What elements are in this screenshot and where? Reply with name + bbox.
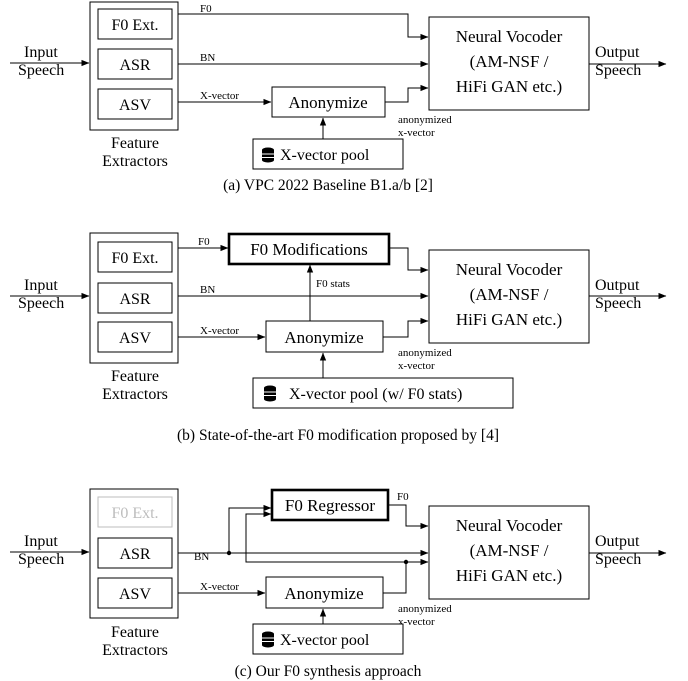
xvector-pool-box <box>252 138 404 170</box>
f0-modifications-label: F0 Modifications <box>250 240 368 259</box>
output-label-line1: Output <box>595 533 640 550</box>
anonymized-edge <box>385 84 429 103</box>
f0-edge-label: F0 <box>397 491 409 503</box>
anonymize-label: Anonymize <box>288 93 367 112</box>
xvector-to-regressor-edge <box>245 510 406 563</box>
neural-vocoder-box <box>428 505 590 600</box>
asv-box <box>97 577 173 609</box>
output-label-line2: Speech <box>595 551 641 568</box>
panel-b: Input Speech F0 Ext. ASR ASV Feature Ext… <box>10 232 667 444</box>
asr-box <box>97 537 173 569</box>
output-label-line1: Output <box>595 277 640 294</box>
bn-edge-label: BN <box>194 551 209 563</box>
input-label-line1: Input <box>24 44 58 61</box>
anonymize-label: Anonymize <box>284 328 363 347</box>
database-icon <box>262 147 274 163</box>
anonymized-label-line2: x-vector <box>398 616 435 628</box>
input-label-line2: Speech <box>18 62 64 79</box>
asv-box <box>97 321 173 353</box>
f0-ext-box <box>97 8 173 40</box>
vocoder-label-line3: HiFi GAN etc.) <box>456 310 562 329</box>
anonymize-box <box>265 320 384 353</box>
vocoder-label-line3: HiFi GAN etc.) <box>456 77 562 96</box>
extractors-caption-line1: Feature <box>111 624 159 641</box>
caption-c: (c) Our F0 synthesis approach <box>235 663 422 680</box>
extractors-caption-line2: Extractors <box>102 153 168 170</box>
asr-box <box>97 282 173 314</box>
vocoder-label-line2: (AM-NSF / <box>470 285 549 304</box>
extractors-caption-line1: Feature <box>111 135 159 152</box>
xvector-edge-label: X-vector <box>200 325 239 337</box>
extractors-caption-line2: Extractors <box>102 386 168 403</box>
regressor-f0-edge <box>388 504 429 530</box>
f0-stats-label: F0 stats <box>316 278 350 290</box>
vocoder-label-line2: (AM-NSF / <box>470 52 549 71</box>
input-label-line2: Speech <box>18 551 64 568</box>
asr-label: ASR <box>119 546 150 563</box>
f0-ext-label: F0 Ext. <box>111 250 158 267</box>
bn-edge-label: BN <box>200 52 215 64</box>
asv-label: ASV <box>119 330 151 347</box>
vocoder-label-line1: Neural Vocoder <box>456 27 563 46</box>
anonymized-label-line1: anonymized <box>398 603 452 615</box>
f0-regressor-label: F0 Regressor <box>285 496 376 515</box>
vocoder-label-line1: Neural Vocoder <box>456 260 563 279</box>
anonymize-label: Anonymize <box>284 584 363 603</box>
anonymized-edge <box>383 558 429 594</box>
vocoder-label-line3: HiFi GAN etc.) <box>456 566 562 585</box>
panel-c: Input Speech F0 Ext. ASR ASV Feature Ext… <box>10 488 667 680</box>
xvector-edge-label: X-vector <box>200 90 239 102</box>
xvector-pool-label: X-vector pool (w/ F0 stats) <box>289 386 462 403</box>
extractors-caption-line2: Extractors <box>102 642 168 659</box>
vocoder-label-line1: Neural Vocoder <box>456 516 563 535</box>
anonymized-label-line1: anonymized <box>398 347 452 359</box>
asv-box <box>97 88 173 120</box>
xvector-pool-box <box>252 377 514 409</box>
f0-modifications-box <box>227 232 391 266</box>
asv-label: ASV <box>119 586 151 603</box>
asv-label: ASV <box>119 97 151 114</box>
extractors-caption-line1: Feature <box>111 368 159 385</box>
f0-edge <box>178 13 429 41</box>
bn-to-regressor-edge <box>228 504 272 553</box>
anonymized-label-line2: x-vector <box>398 360 435 372</box>
input-label-line1: Input <box>24 533 58 550</box>
input-label-line1: Input <box>24 277 58 294</box>
neural-vocoder-box <box>428 249 590 344</box>
anonymized-label-line1: anonymized <box>398 114 452 126</box>
bn-edge-label: BN <box>200 284 215 296</box>
modified-f0-edge <box>389 247 429 274</box>
database-icon <box>264 385 276 402</box>
f0-edge-label: F0 <box>200 3 212 15</box>
xvector-pool-box <box>252 623 404 655</box>
output-label-line2: Speech <box>595 295 641 312</box>
anonymize-box <box>265 576 384 609</box>
caption-b: (b) State-of-the-art F0 modification pro… <box>177 427 499 444</box>
xvector-pool-label: X-vector pool <box>280 632 370 649</box>
f0-ext-label: F0 Ext. <box>111 17 158 34</box>
f0-ext-label-disabled: F0 Ext. <box>111 505 158 522</box>
input-label-line2: Speech <box>18 295 64 312</box>
asr-label: ASR <box>119 57 150 74</box>
xvector-pool-label: X-vector pool <box>280 147 370 164</box>
xvector-edge-label: X-vector <box>200 581 239 593</box>
panel-a: Input Speech F0 Ext. ASR ASV Feature Ext… <box>10 1 667 194</box>
anonymized-label-line2: x-vector <box>398 127 435 139</box>
anonymize-box <box>271 86 386 118</box>
f0-edge-label: F0 <box>198 236 210 248</box>
caption-a: (a) VPC 2022 Baseline B1.a/b [2] <box>223 177 433 194</box>
f0-ext-box <box>97 241 173 273</box>
asr-label: ASR <box>119 291 150 308</box>
output-label-line2: Speech <box>595 62 641 79</box>
output-label-line1: Output <box>595 44 640 61</box>
anonymized-edge <box>383 317 429 338</box>
vocoder-label-line2: (AM-NSF / <box>470 541 549 560</box>
f0-ext-box-disabled <box>97 496 173 528</box>
asr-box <box>97 48 173 80</box>
database-icon <box>262 631 274 648</box>
neural-vocoder-box <box>428 16 590 111</box>
